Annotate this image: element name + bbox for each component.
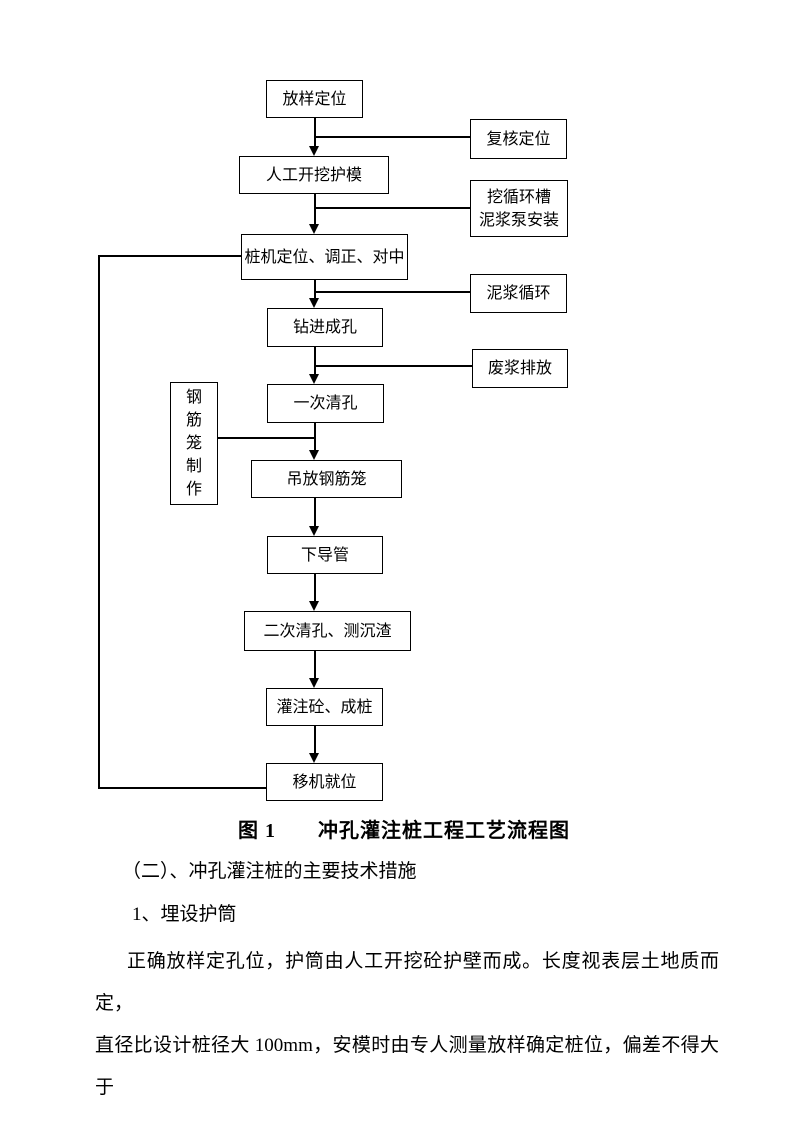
flow-box-rebar-cage-lowering: 吊放钢筋笼 xyxy=(251,460,402,498)
flow-feedback-line xyxy=(98,255,242,257)
flow-box-rebar-cage-fabrication: 钢 筋 笼 制 作 xyxy=(170,382,218,505)
section-heading: （二）、冲孔灌注桩的主要技术措施 xyxy=(122,861,417,882)
flow-feedback-line xyxy=(98,787,266,789)
flow-box-recheck-positioning: 复核定位 xyxy=(470,119,567,159)
flow-box-stakeout-positioning: 放样定位 xyxy=(266,80,363,118)
flow-feedback-line xyxy=(98,255,100,788)
flow-arrowhead-down xyxy=(309,374,319,384)
flow-box-tremie-pipe: 下导管 xyxy=(267,536,383,574)
flow-box-manual-excavation-formwork: 人工开挖护模 xyxy=(239,156,389,194)
flow-branch-line xyxy=(218,437,315,439)
flow-arrowhead-down xyxy=(309,298,319,308)
flow-line xyxy=(314,498,316,527)
flow-line xyxy=(314,280,316,299)
flow-arrowhead-down xyxy=(309,678,319,688)
item-heading: 1、埋设护筒 xyxy=(132,904,237,925)
flow-arrowhead-down xyxy=(309,753,319,763)
flow-branch-line xyxy=(314,291,470,293)
flow-branch-line xyxy=(314,136,470,138)
flow-arrowhead-down xyxy=(309,224,319,234)
flow-arrowhead-down xyxy=(309,146,319,156)
flow-line xyxy=(314,347,316,375)
flow-box-rig-positioning: 桩机定位、调正、对中 xyxy=(241,234,408,280)
flow-line xyxy=(314,118,316,147)
flow-arrowhead-down xyxy=(309,601,319,611)
flow-box-mud-circulation: 泥浆循环 xyxy=(470,274,567,313)
flow-box-second-hole-cleaning: 二次清孔、测沉渣 xyxy=(244,611,411,651)
flow-line xyxy=(314,194,316,225)
flow-branch-line xyxy=(314,207,470,209)
flow-line xyxy=(314,651,316,679)
flow-box-first-hole-cleaning: 一次清孔 xyxy=(267,384,384,423)
body-paragraph: 正确放样定孔位，护筒由人工开挖砼护壁而成。长度视表层土地质而定， 直径比设计桩径… xyxy=(95,951,719,1098)
flow-box-concrete-pouring: 灌注砼、成桩 xyxy=(266,688,383,726)
flow-branch-line xyxy=(314,365,472,367)
flow-line xyxy=(314,726,316,754)
flow-line xyxy=(314,574,316,602)
figure-caption: 图 1 冲孔灌注桩工程工艺流程图 xyxy=(238,820,570,842)
flow-arrowhead-down xyxy=(309,450,319,460)
flow-box-waste-mud-discharge: 废浆排放 xyxy=(472,349,568,388)
flow-arrowhead-down xyxy=(309,526,319,536)
flow-box-drilling: 钻进成孔 xyxy=(267,308,383,347)
flow-box-rig-relocation: 移机就位 xyxy=(266,763,383,801)
flow-box-mud-pump-install: 挖循环槽 泥浆泵安装 xyxy=(470,180,568,237)
